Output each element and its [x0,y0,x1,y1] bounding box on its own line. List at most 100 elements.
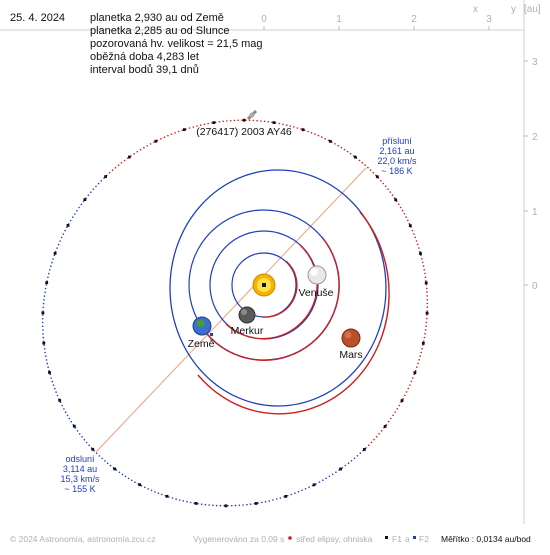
asteroid-orbit-dot [88,444,90,447]
asteroid-orbit-dot [188,127,191,129]
asteroid-orbit-dot [139,148,142,151]
asteroid-orbit-dot [424,276,427,279]
asteroid-orbit-dot [204,503,207,506]
asteroid-orbit-dot [189,501,192,504]
asteroid-orbit-dot [167,134,169,137]
asteroid-orbit-dot [256,119,258,122]
asteroid-orbit-dot [414,369,417,372]
asteroid-orbit-dot [147,488,149,490]
asteroid-interval-point [339,467,342,471]
asteroid-orbit-dot [160,138,162,140]
asteroid-orbit-dot [416,243,419,246]
asteroid-orbit-dot [414,236,417,239]
asteroid-interval-point [353,155,357,159]
asteroid-orbit-dot [343,148,346,151]
asteroid-orbit-dot [69,219,72,222]
asteroid-interval-point [72,424,76,428]
asteroid-interval-point [66,224,70,227]
perihelion-temp: ~ 186 K [381,166,413,176]
asteroid-orbit-dot [229,119,232,122]
asteroid-orbit-dot [108,172,111,174]
perihelion-label: přísluní 2,161 au 22,0 km/s ~ 186 K [367,136,427,176]
earth-orbit-south [205,236,340,361]
asteroid-orbit-dot [80,203,83,206]
asteroid-orbit-dot [426,295,428,297]
asteroid-orbit-dot [59,240,61,242]
asteroid-orbit-dot [409,384,411,386]
footer-legend-center: střed elipsy, ohniska [296,534,373,544]
asteroid-interval-point [400,399,404,402]
asteroid-orbit-dot [98,455,101,457]
asteroid-orbit-dot [54,387,56,390]
asteroid-interval-point [394,198,398,202]
asteroid-orbit-dot [63,408,65,410]
asteroid-orbit-dot [45,359,48,361]
asteroid-orbit-dot [42,333,44,335]
asteroid-orbit-dot [46,362,49,365]
asteroid-orbit-dot [177,130,180,133]
asteroid-orbit-dot [161,493,163,496]
asteroid-orbit-dot [95,185,97,188]
asteroid-orbit-dot [226,120,228,122]
asteroid-orbit-dot [208,504,210,506]
asteroid-orbit-dot [60,236,63,239]
asteroid-orbit-dot [215,504,218,507]
aphelion-temp: ~ 155 K [64,484,96,494]
asteroid-orbit-dot [317,134,320,137]
asteroid-interval-point [154,139,158,143]
asteroid-orbit-dot [43,299,45,301]
asteroid-orbit-dot [106,462,109,465]
asteroid-orbit-dot [42,329,44,331]
asteroid-orbit-dot [380,179,382,182]
asteroid-orbit-dot [56,394,59,397]
asteroid-orbit-dot [422,265,425,267]
asteroid-orbit-dot [419,250,421,253]
asteroid-orbit-dot [45,284,48,286]
asteroid-orbit-dot [297,491,300,493]
asteroid-orbit-dot [83,438,86,441]
asteroid-interval-point [83,198,87,201]
asteroid-orbit-dot [53,254,56,257]
asteroid-orbit-dot [425,287,428,290]
perihelion-speed: 22,0 km/s [377,156,417,166]
asteroid-orbit-dot [426,310,429,312]
asteroid-interval-point [165,494,169,498]
asteroid-orbit-dot [286,494,289,497]
asteroid-orbit-dot [372,171,375,174]
asteroid-orbit-dot [421,258,423,260]
mars-orbit [169,169,387,407]
asteroid-orbit-dot [171,497,174,499]
asteroid-orbit-dot [234,504,237,507]
asteroid-orbit-dot [334,143,336,145]
asteroid-orbit-dot [76,430,79,432]
asteroid-orbit-dot [413,233,415,235]
footer-generated: Vygenerováno za 0,09 s [193,534,285,544]
asteroid-orbit-dot [380,430,383,432]
asteroid-interval-point [301,128,305,132]
asteroid-orbit-dot [242,504,244,506]
asteroid-orbit-dot [50,377,52,379]
asteroid-orbit-dot [359,452,362,455]
asteroid-orbit-dot [92,188,95,191]
asteroid-orbit-dot [314,133,316,135]
asteroid-orbit-dot [70,420,73,423]
asteroid-orbit-dot [296,127,299,129]
asteroid-orbit-dot [71,216,74,218]
asteroid-orbit-dot [62,233,65,235]
asteroid-orbit-dot [212,504,214,507]
asteroid-interval-point [242,118,246,122]
asteroid-orbit-dot [241,119,243,121]
asteroid-orbit-dot [238,504,241,507]
asteroid-orbit-dot [425,321,428,324]
asteroid-orbit-dot [335,471,337,474]
asteroid-orbit-dot [403,213,406,215]
asteroid-orbit-dot [203,123,206,126]
asteroid-orbit-dot [405,216,407,218]
asteroid-orbit-dot [41,318,44,320]
asteroid-orbit-dot [426,298,429,301]
asteroid-orbit-dot [407,387,410,390]
asteroid-orbit-dot [42,302,45,305]
asteroid-orbit-dot [293,126,295,128]
asteroid-interval-point [375,175,379,179]
asteroid-orbit-dot [136,150,139,153]
